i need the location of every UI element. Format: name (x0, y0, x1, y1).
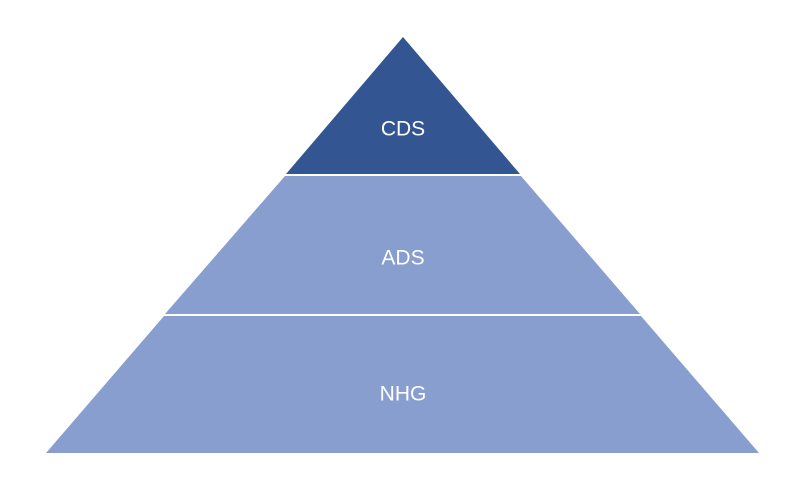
pyramid-label-top: CDS (381, 118, 425, 141)
pyramid-label-middle: ADS (381, 247, 424, 270)
pyramid-tier-middle (165, 176, 640, 314)
pyramid-tier-top (286, 37, 520, 174)
pyramid-tier-bottom (46, 316, 759, 453)
pyramid-label-bottom: NHG (380, 383, 427, 406)
